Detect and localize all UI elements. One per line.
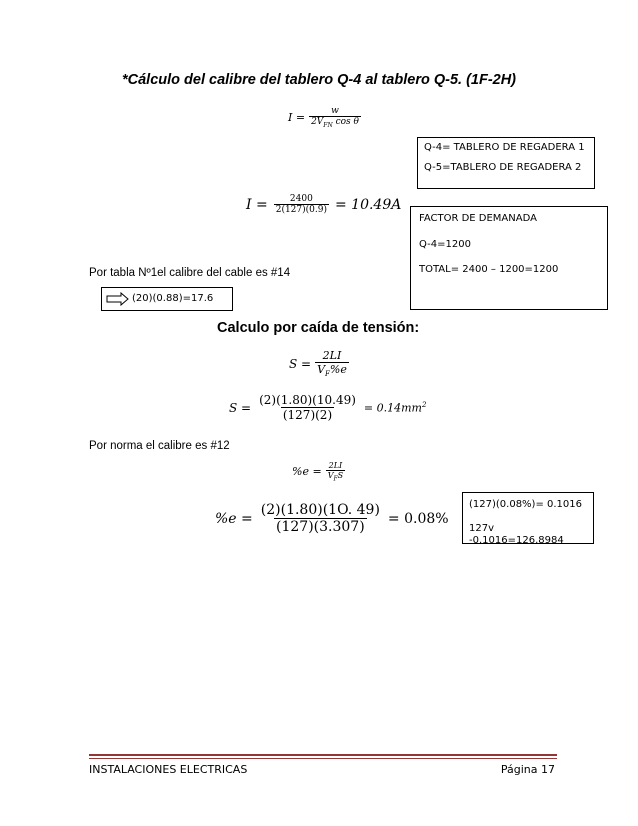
- footer-left: INSTALACIONES ELECTRICAS: [89, 763, 248, 776]
- formula-fraction: 2400 2(127)(0.9): [273, 194, 329, 215]
- formula-drop-general: %e = 2LI VFS: [292, 461, 346, 483]
- formula-current-value: I = 2400 2(127)(0.9) = 10.49A: [246, 194, 401, 215]
- formula-lhs: S =: [289, 356, 312, 371]
- formula-lhs: S =: [229, 400, 252, 415]
- formula-denominator: VFS: [325, 470, 346, 483]
- formula-lhs: I =: [246, 196, 268, 213]
- formula-denominator: 2VFN cos θ: [309, 116, 361, 129]
- formula-numerator: 2LI: [322, 349, 342, 362]
- factor-demanda-box: FACTOR DE DEMANADA Q-4=1200 TOTAL= 2400 …: [410, 206, 608, 310]
- formula-numerator: 2400: [289, 194, 313, 204]
- factor-box: (20)(0.88)=17.6: [101, 287, 233, 311]
- formula-denominator: (127)(3.307): [274, 518, 367, 535]
- formula-result: = 10.49A: [334, 196, 402, 213]
- formula-fraction: (2)(1.80)(10.49) (127)(2): [257, 393, 358, 422]
- demanda-line-3: TOTAL= 2400 – 1200=1200: [419, 264, 559, 275]
- formula-current-general: I = w 2VFN cos θ: [288, 106, 361, 129]
- formula-fraction: w 2VFN cos θ: [309, 106, 361, 129]
- demanda-line-2: Q-4=1200: [419, 239, 471, 250]
- caida-box: (127)(0.08%)= 0.1016 127v -0.1016=126.89…: [462, 492, 594, 546]
- formula-result: = 0.14mm2: [363, 400, 427, 415]
- page-heading: *Cálculo del calibre del tablero Q-4 al …: [122, 72, 517, 88]
- footer-rule-thin: [89, 758, 557, 759]
- formula-result: = 0.08%: [387, 510, 449, 527]
- formula-denominator: VF%e: [315, 362, 349, 379]
- section-subheading: Calculo por caída de tensión:: [217, 320, 420, 336]
- formula-denominator: 2(127)(0.9): [273, 204, 329, 215]
- norma-text: Por norma el calibre es #12: [89, 440, 230, 452]
- factor-text: (20)(0.88)=17.6: [132, 293, 214, 304]
- formula-lhs: %e =: [292, 465, 322, 479]
- caida-line-2: 127v -0.1016=126.8984: [469, 523, 564, 546]
- demanda-line-1: FACTOR DE DEMANADA: [419, 213, 537, 224]
- formula-section-value: S = (2)(1.80)(10.49) (127)(2) = 0.14mm2: [229, 393, 426, 422]
- tableros-line-1: Q-4= TABLERO DE REGADERA 1: [424, 142, 585, 153]
- right-arrow-icon: [106, 291, 130, 311]
- formula-fraction: (2)(1.80)(1O. 49) (127)(3.307): [259, 502, 382, 535]
- tableros-line-2: Q-5=TABLERO DE REGADERA 2: [424, 162, 582, 173]
- formula-numerator: 2LI: [328, 461, 343, 470]
- footer-page-number: Página 17: [500, 763, 555, 776]
- formula-fraction: 2LI VF%e: [315, 349, 349, 378]
- tableros-box: Q-4= TABLERO DE REGADERA 1 Q-5=TABLERO D…: [417, 137, 595, 189]
- formula-denominator: (127)(2): [280, 407, 335, 422]
- caida-line-1: (127)(0.08%)= 0.1016: [469, 499, 583, 510]
- formula-numerator: w: [331, 106, 339, 116]
- formula-fraction: 2LI VFS: [325, 461, 346, 483]
- formula-lhs: I =: [288, 110, 306, 124]
- formula-drop-value: %e = (2)(1.80)(1O. 49) (127)(3.307) = 0.…: [215, 502, 449, 535]
- formula-lhs: %e =: [215, 510, 253, 527]
- formula-numerator: (2)(1.80)(10.49): [259, 393, 356, 407]
- formula-numerator: (2)(1.80)(1O. 49): [260, 502, 380, 518]
- formula-section-general: S = 2LI VF%e: [289, 349, 349, 378]
- tabla-text: Por tabla Nº1el calibre del cable es #14: [89, 267, 291, 279]
- footer-rule: [89, 754, 557, 756]
